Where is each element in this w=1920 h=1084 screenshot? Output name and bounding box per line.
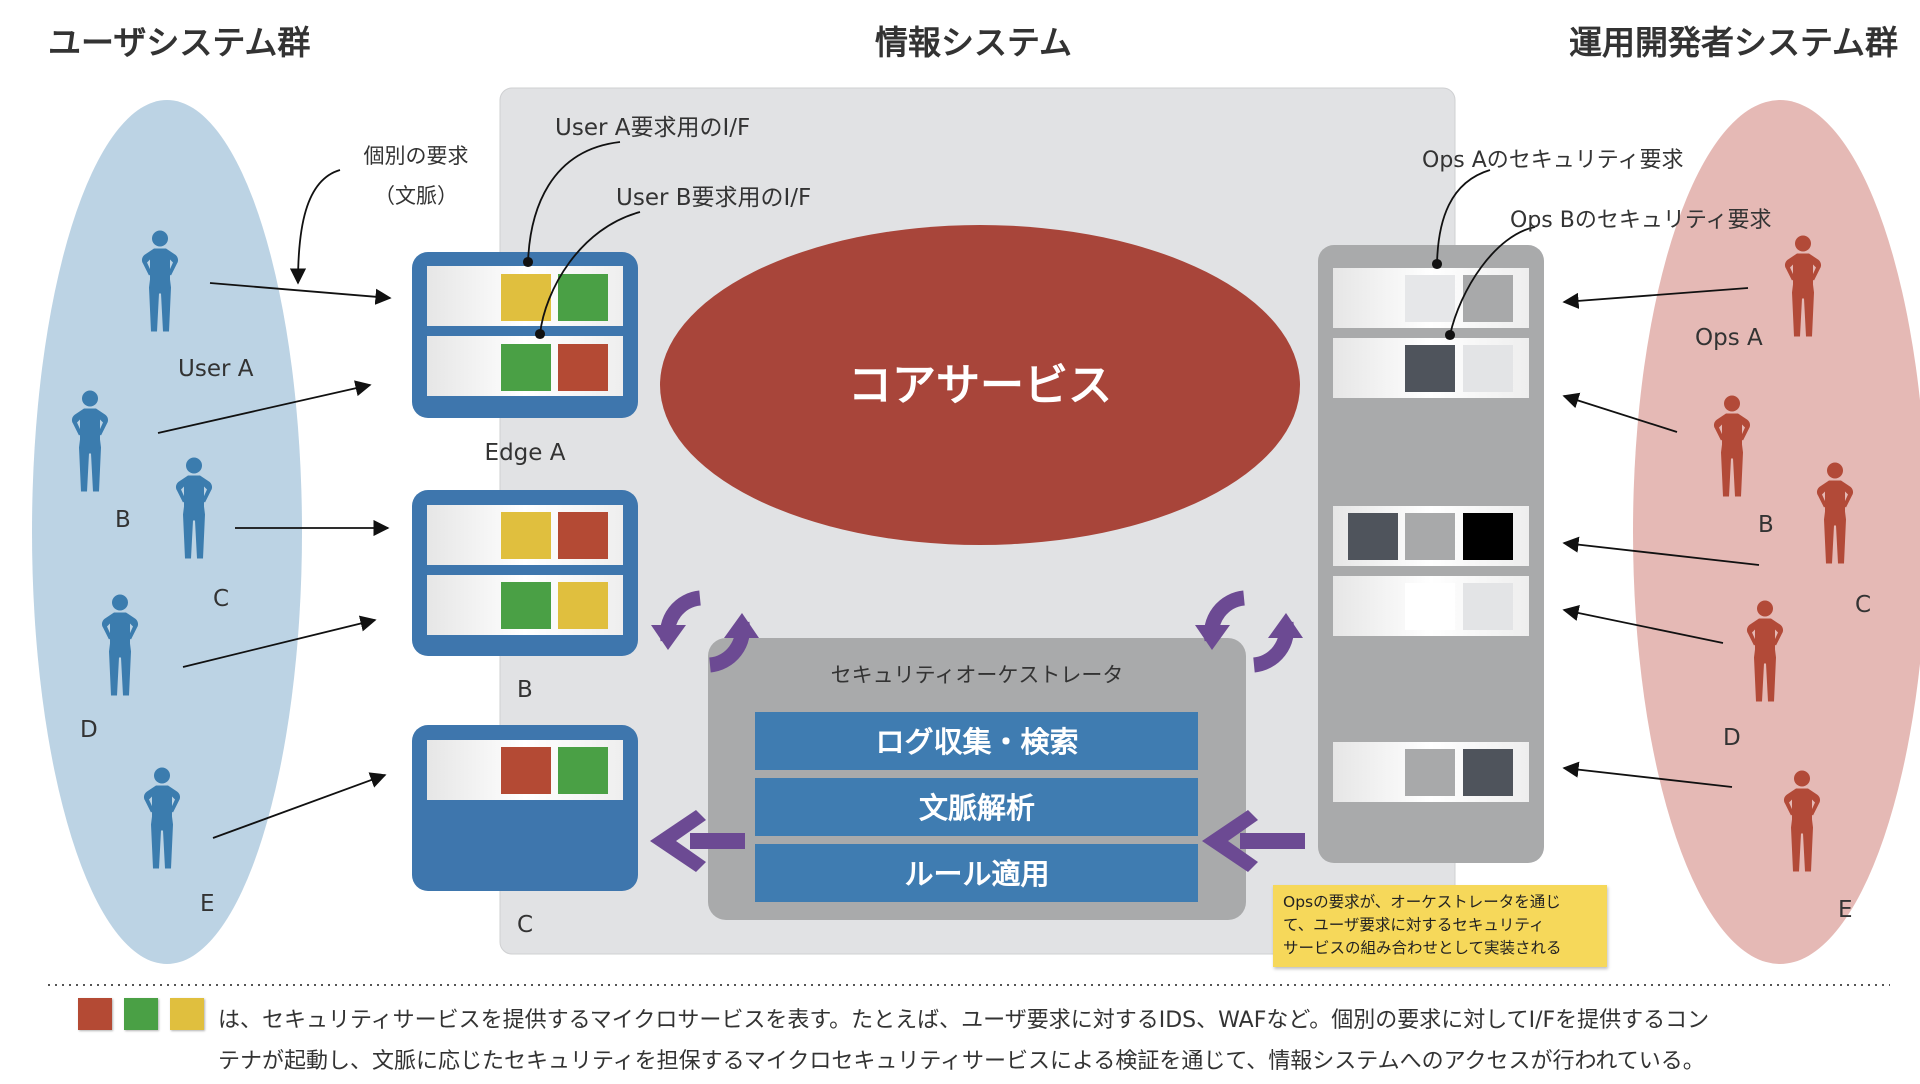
sync-arrowhead	[724, 613, 759, 638]
microservice-red	[558, 512, 608, 559]
edge-b-container	[412, 490, 638, 656]
edge-a-label: Edge A	[485, 440, 566, 466]
microservice-light	[1405, 275, 1455, 322]
microservice-dark	[1463, 749, 1513, 796]
microservice-green	[558, 274, 608, 321]
ops-e-label: E	[1838, 897, 1853, 923]
footer-line: は、セキュリティサービスを提供するマイクロサービスを表す。たとえば、ユーザ要求に…	[218, 1008, 1710, 1033]
info-system-title: 情報システム	[875, 23, 1072, 62]
microservice-light	[1463, 583, 1513, 630]
module-label: ログ収集・検索	[875, 725, 1078, 759]
microservice-light	[1463, 345, 1513, 392]
ops-d-label: D	[1723, 725, 1741, 751]
security-orchestrator: セキュリティオーケストレータ ログ収集・検索 文脈解析 ルール適用	[708, 638, 1246, 920]
microservice-gray	[1405, 749, 1455, 796]
user-a-if-label: User A要求用のI/F	[555, 115, 750, 141]
microservice-green	[558, 747, 608, 794]
user-b-if-callout	[534, 211, 641, 340]
note-line: Opsの要求が、オーケストレータを通じ	[1283, 893, 1561, 911]
legend-microservice-green	[124, 998, 158, 1030]
core-service-ellipse	[660, 225, 1300, 545]
flow-arrow-left	[1202, 810, 1305, 872]
microservice-yellow	[558, 582, 608, 629]
microservice-green	[501, 344, 551, 391]
user-a-label: User A	[178, 356, 254, 382]
ops-group-title: 運用開発者システム群	[1569, 23, 1898, 62]
edge-c-label: C	[517, 912, 533, 938]
module-label: ルール適用	[904, 857, 1049, 891]
flow-arrow-left	[650, 810, 745, 872]
ops-a-security-label: Ops Aのセキュリティ要求	[1422, 148, 1683, 173]
user-a-if-callout	[522, 141, 621, 268]
note-line: て、ユーザ要求に対するセキュリティ	[1283, 916, 1545, 934]
ops-b-security-label: Ops Bのセキュリティ要求	[1510, 208, 1772, 233]
microservice-red	[558, 344, 608, 391]
user-request-arrows	[157, 282, 392, 839]
context-callout-arrow	[289, 169, 341, 285]
user-group-title: ユーザシステム群	[48, 23, 310, 62]
note-line: サービスの組み合わせとして実装される	[1283, 939, 1562, 957]
edge-c-container	[412, 725, 638, 891]
individual-request-label: 個別の要求	[364, 144, 469, 168]
legend-microservice-red	[78, 998, 112, 1030]
user-e-label: E	[200, 891, 215, 917]
ops-systems-ellipse	[1633, 100, 1920, 964]
core-service-label: コアサービス	[848, 360, 1112, 411]
user-d-label: D	[80, 717, 98, 743]
microservice-gray	[1405, 513, 1455, 560]
footer-line: テナが起動し、文脈に応じたセキュリティを担保するマイクロセキュリティサービスによ…	[218, 1049, 1705, 1074]
ops-rack	[1318, 245, 1544, 863]
microservice-green	[501, 582, 551, 629]
user-b-label: B	[115, 507, 131, 533]
ops-request-arrows	[1562, 287, 1760, 788]
ops-c-label: C	[1855, 592, 1871, 618]
microservice-yellow	[501, 512, 551, 559]
microservice-black	[1463, 513, 1513, 560]
microservice-dark	[1348, 513, 1398, 560]
sync-arrowhead	[1195, 625, 1230, 650]
microservice-white	[1405, 583, 1455, 630]
footer-caption: は、セキュリティサービスを提供するマイクロサービスを表す。たとえば、ユーザ要求に…	[218, 1000, 1858, 1082]
ops-a-label: Ops A	[1695, 325, 1763, 351]
module-log-collection	[755, 712, 1198, 770]
user-b-if-label: User B要求用のI/F	[616, 185, 811, 211]
module-context-analysis	[755, 778, 1198, 836]
microservice-dark	[1405, 345, 1455, 392]
context-label: （文脈）	[374, 184, 458, 208]
sync-arrowhead	[651, 625, 686, 650]
orchestrator-title: セキュリティオーケストレータ	[831, 663, 1124, 687]
module-rule-application	[755, 844, 1198, 902]
sync-arrowhead	[1268, 613, 1303, 638]
user-c-label: C	[213, 586, 229, 612]
ops-b-security-callout	[1444, 226, 1536, 341]
ops-a-security-callout	[1431, 169, 1491, 270]
ops-b-label: B	[1758, 512, 1774, 538]
user-systems-ellipse	[32, 100, 302, 964]
legend-microservice-yellow	[170, 998, 204, 1030]
edge-a-container	[412, 252, 638, 418]
sticky-note: Opsの要求が、オーケストレータを通じ て、ユーザ要求に対するセキュリティ サー…	[1273, 885, 1607, 967]
edge-b-label: B	[517, 677, 533, 703]
module-label: 文脈解析	[919, 791, 1035, 825]
microservice-red	[501, 747, 551, 794]
microservice-yellow	[501, 274, 551, 321]
